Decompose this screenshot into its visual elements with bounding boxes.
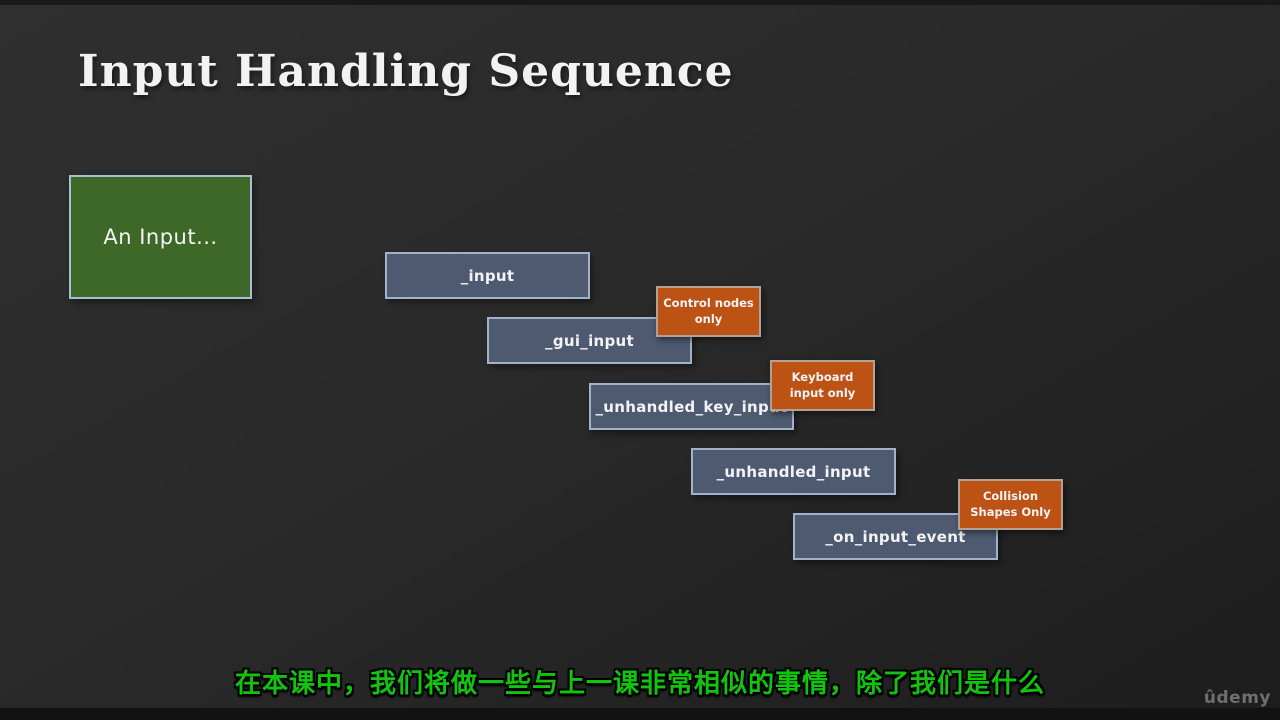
diagram-step-unhandled-input: _unhandled_input [691,448,896,495]
note-line: input only [789,385,856,400]
step-label: _unhandled_input [716,462,871,481]
diagram-start-box: An Input... [69,175,252,299]
note-line: only [694,311,723,326]
start-box-label: An Input... [103,225,218,249]
step-label: _input [460,266,515,285]
diagram-note-control-nodes-only: Control nodes only [656,286,761,337]
diagram-note-keyboard-input-only: Keyboard input only [770,360,875,411]
step-label: _gui_input [545,331,634,350]
diagram-note-collision-shapes-only: Collision Shapes Only [958,479,1063,530]
diagram-step-unhandled-key-input: _unhandled_key_input [589,383,794,430]
step-label: _on_input_event [825,527,966,546]
note-line: Control nodes [663,295,754,310]
note-line: Keyboard [791,369,854,384]
note-line: Shapes Only [970,504,1051,519]
diagram-step-input: _input [385,252,590,299]
letterbox-bottom [0,708,1280,720]
slide-title: Input Handling Sequence [78,46,734,97]
diagram-step-on-input-event: _on_input_event [793,513,998,560]
note-line: Collision [982,488,1039,503]
step-label: _unhandled_key_input [595,397,788,416]
letterbox-top [0,0,1280,5]
video-subtitle: 在本课中，我们将做一些与上一课非常相似的事情，除了我们是什么 [234,669,1045,699]
udemy-logo: ûdemy [1203,688,1271,708]
